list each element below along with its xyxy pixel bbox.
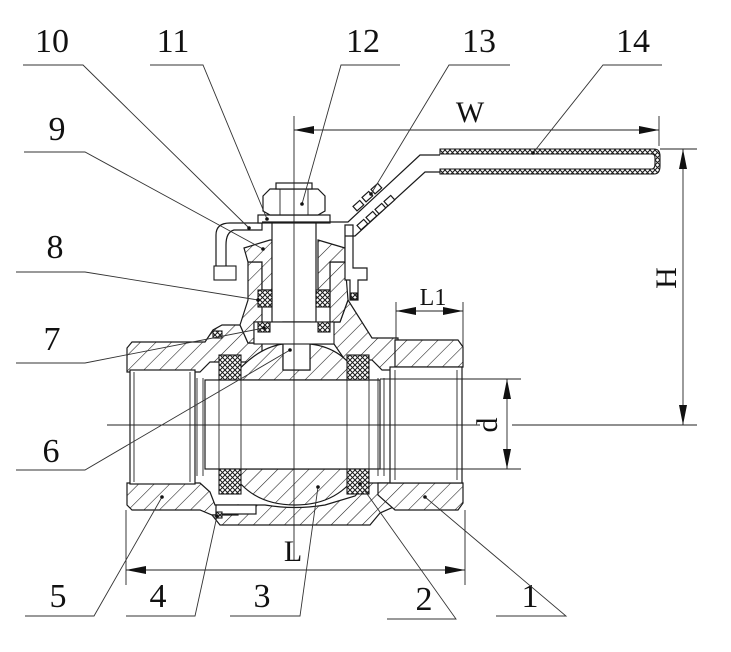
svg-text:12: 12 [346,23,380,60]
handle-grip [439,148,661,175]
callout-10: 10 [23,23,251,230]
packing-right [315,289,331,308]
seat-top-right [346,354,370,381]
thrust-washer-right [317,321,331,333]
callout-9: 9 [24,111,265,251]
callout-5: 5 [25,495,164,617]
callout-11: 11 [150,23,269,221]
dimension-w: W [294,96,660,146]
handle-plate [215,222,263,273]
callout-12: 12 [300,23,400,206]
svg-text:14: 14 [616,23,650,60]
callout-6: 6 [16,348,292,471]
handle [262,148,661,237]
left-port [129,369,196,485]
svg-text:3: 3 [254,578,271,615]
dim-label-l1: L1 [420,285,447,311]
svg-text:2: 2 [416,581,433,618]
packing-left [257,289,273,308]
svg-text:5: 5 [50,578,67,615]
dimension-d: d [380,378,521,470]
callout-4: 4 [126,514,219,617]
seat-top-left [218,354,242,381]
svg-text:9: 9 [49,111,66,148]
dimension-l1: L1 [395,285,464,348]
handle-arm [262,154,440,223]
svg-text:8: 8 [47,229,64,266]
dimension-l: L [125,510,466,585]
dim-label-h: H [650,267,683,289]
callout-7: 7 [16,321,266,364]
seat-bottom-right [346,468,370,495]
stop-plate [344,224,368,301]
callout-14: 14 [531,23,662,155]
body-gasket [215,504,257,515]
centerlines [107,116,480,560]
dimension-h: H [512,148,697,426]
dim-label-w: W [456,96,485,129]
bore [204,379,381,470]
callout-3: 3 [230,485,320,617]
seat-bottom-left [218,468,242,495]
callout-13: 13 [369,23,510,196]
dim-label-l: L [284,535,302,568]
svg-text:11: 11 [157,23,190,60]
dim-label-d: d [471,418,504,433]
ball-bottom [228,468,362,506]
svg-text:4: 4 [150,578,167,615]
o-ring [212,330,223,339]
end-cap-right-bottom [377,482,464,511]
svg-text:13: 13 [462,23,496,60]
center-body-bottom [210,482,399,526]
end-cap-right-top [394,339,464,368]
callout-8: 8 [16,229,260,302]
callout-1: 1 [423,495,568,617]
svg-text:6: 6 [43,433,60,470]
svg-text:10: 10 [35,23,69,60]
svg-text:7: 7 [44,321,61,358]
arm-sleeve [352,182,396,231]
callout-2: 2 [358,482,457,620]
svg-text:1: 1 [522,578,539,615]
